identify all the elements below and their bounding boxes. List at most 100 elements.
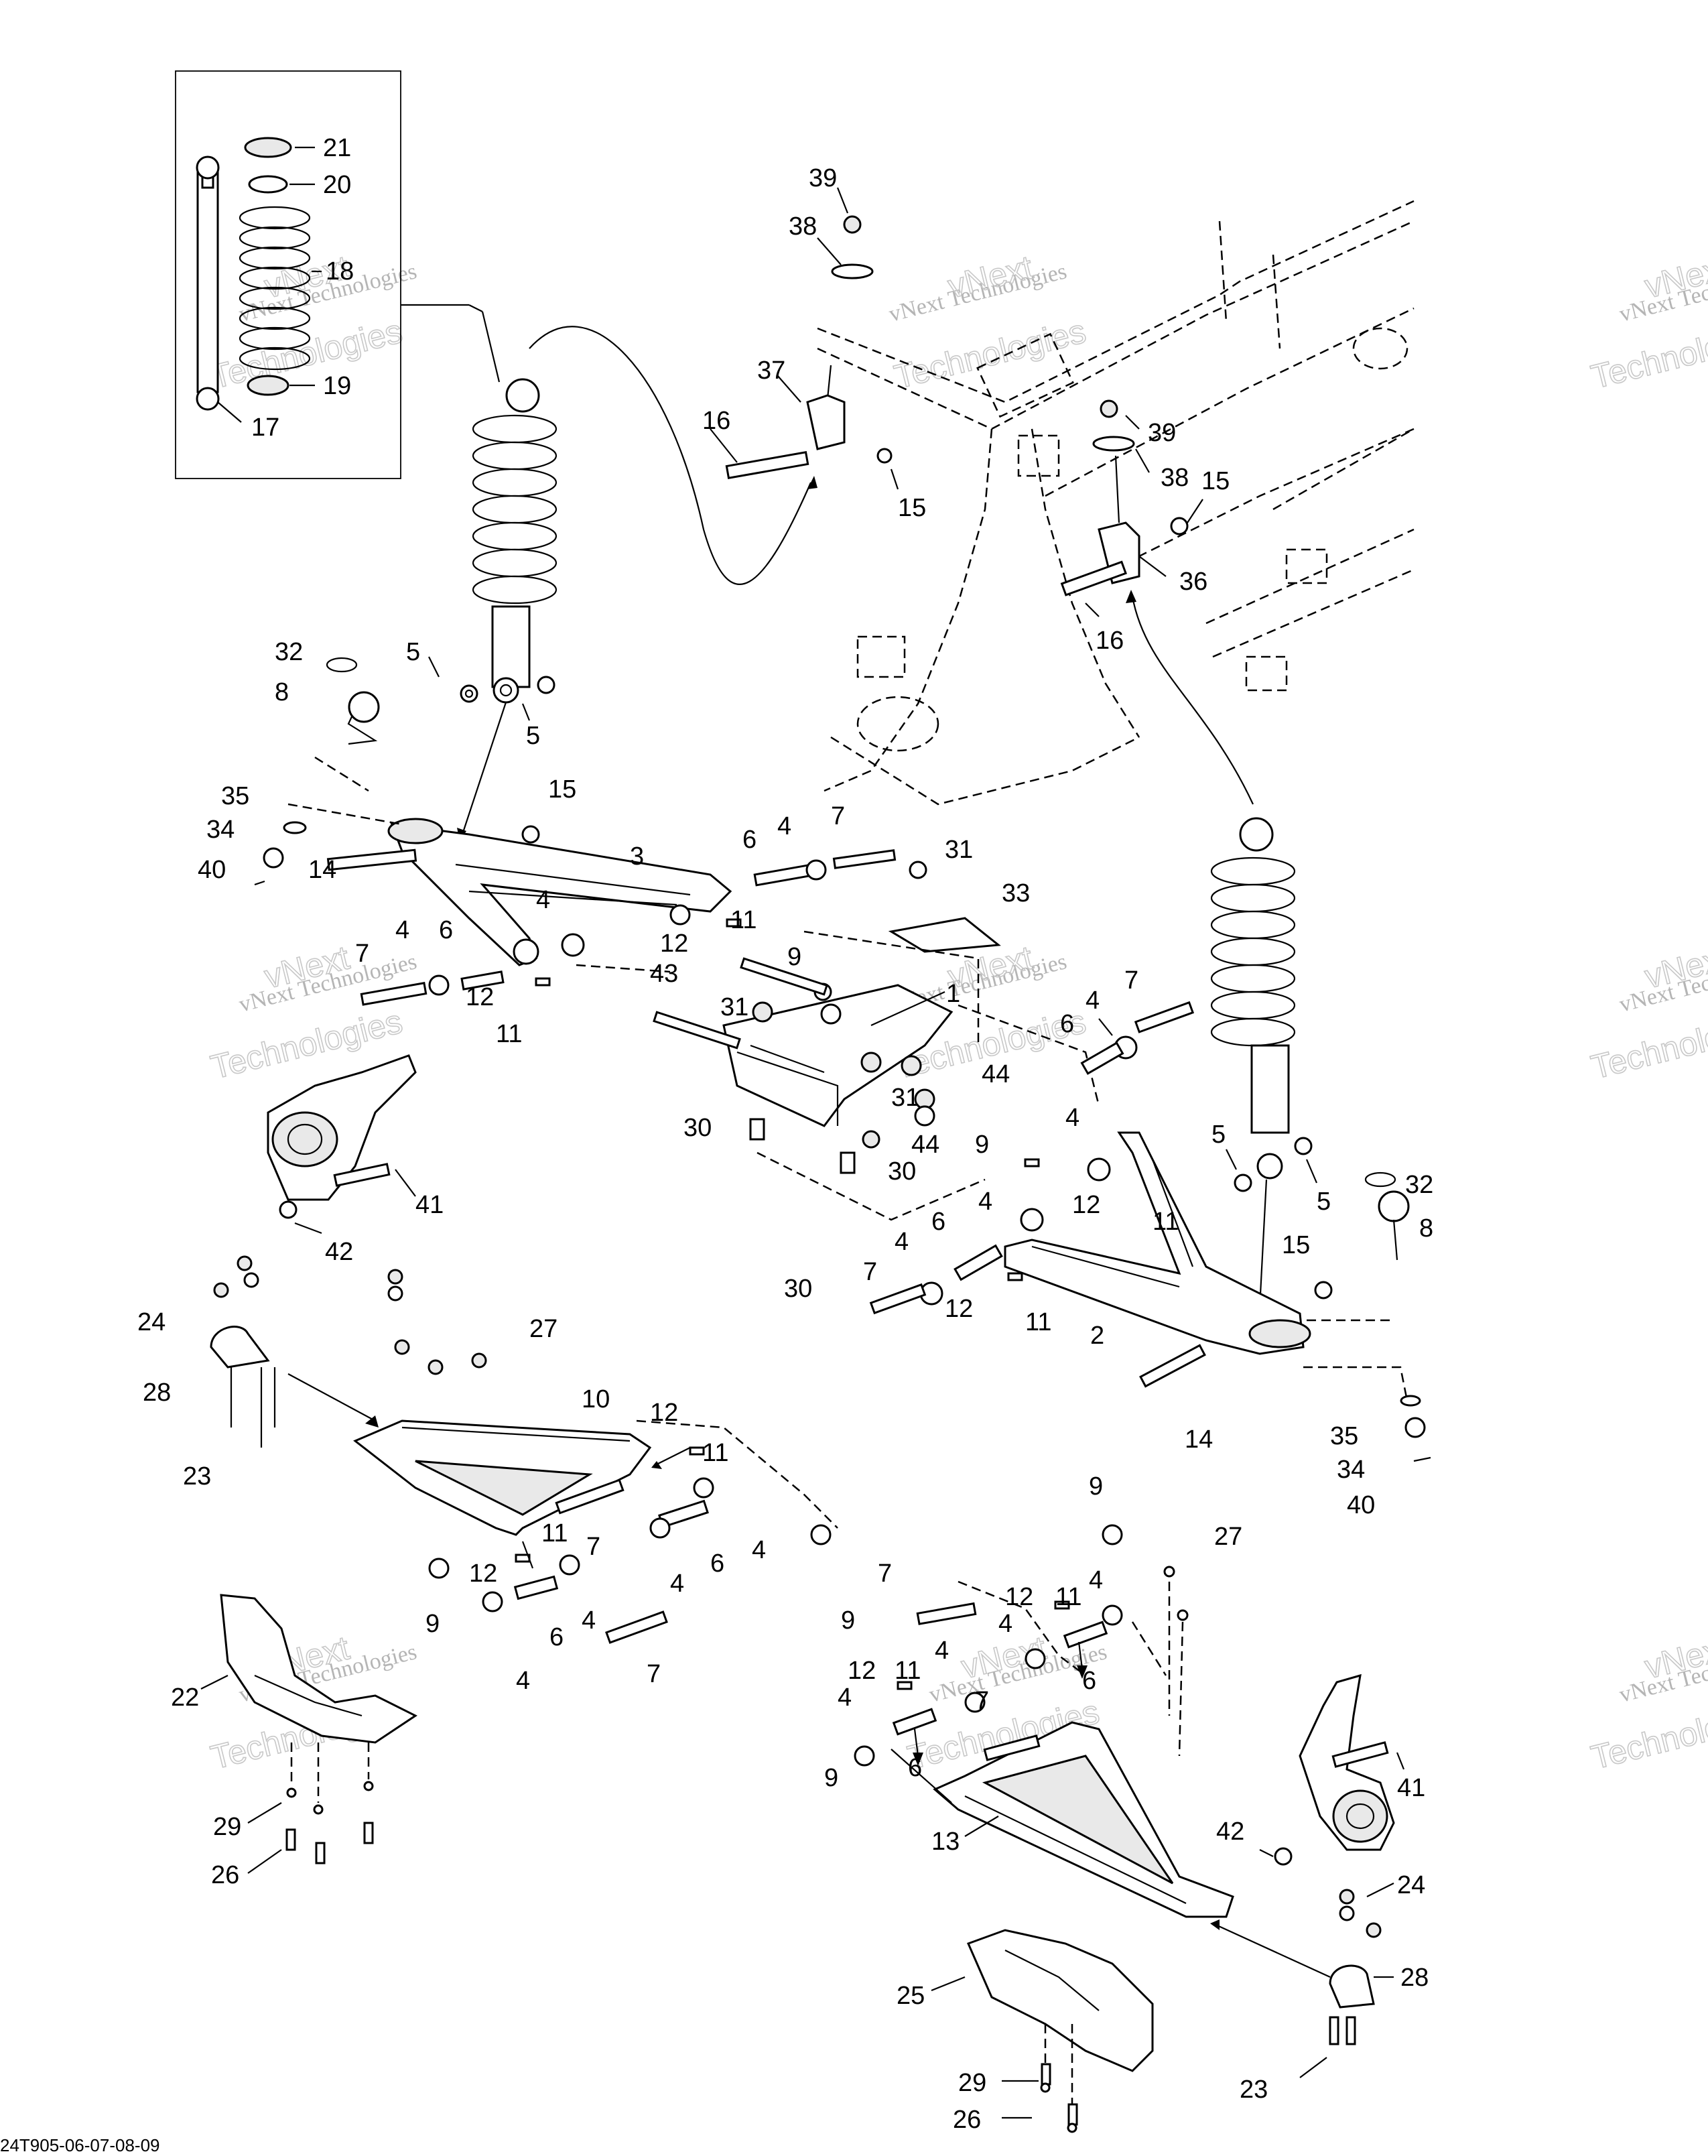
callout-25: 25 (897, 1982, 925, 2010)
right-steering-knuckle: 41 42 (1216, 1673, 1425, 1866)
callout-4: 4 (1086, 987, 1100, 1015)
watermark-text: Technologies (1587, 1693, 1708, 1777)
callout-33: 33 (1002, 879, 1030, 907)
watermark-text: Technologies (1587, 312, 1708, 396)
callout-4: 4 (395, 916, 409, 944)
callout-12: 12 (660, 930, 688, 958)
callout-41: 41 (415, 1191, 444, 1219)
spring-seat-drawing (247, 375, 289, 396)
callout-11: 11 (541, 1519, 568, 1547)
watermark-text: Technologies (891, 312, 1090, 396)
left-shock-absorber: 5 5 (401, 304, 817, 841)
callout-32: 32 (275, 638, 303, 666)
callout-13: 13 (931, 1828, 960, 1856)
callout-7: 7 (975, 1687, 989, 1715)
callout-4: 4 (1065, 1104, 1079, 1132)
callout-4: 4 (895, 1228, 909, 1256)
callout-11: 11 (895, 1657, 921, 1685)
callout-6: 6 (908, 1754, 922, 1782)
callout-24: 24 (1397, 1871, 1425, 1899)
callout-38: 38 (1161, 464, 1189, 492)
right-skid-plate: 25 29 26 (897, 1929, 1154, 2134)
lower-a-arm-left: 24 27 28 10 23 12 11 7 6 4 11 12 9 4 6 4… (137, 1255, 855, 1695)
callout-35: 35 (221, 782, 249, 810)
callout-39: 39 (1148, 419, 1176, 447)
upper-a-arm-right: 4 12 11 32 8 4 6 30 4 7 12 11 15 2 14 35… (784, 1104, 1433, 1519)
callout-29: 29 (213, 1813, 241, 1841)
callout-12: 12 (466, 983, 494, 1011)
callout-4: 4 (998, 1610, 1012, 1638)
right-shock-spring-drawing (1210, 857, 1296, 1047)
callout-5: 5 (1211, 1121, 1226, 1149)
callout-31: 31 (891, 1084, 919, 1112)
callout-29: 29 (958, 2069, 986, 2097)
coil-spring-drawing (239, 206, 311, 371)
callout-9: 9 (787, 943, 801, 971)
callout-4: 4 (536, 886, 550, 914)
left-skid-plate: 22 29 26 (171, 1594, 417, 1889)
callout-11: 11 (1025, 1308, 1051, 1336)
callout-38: 38 (789, 212, 817, 241)
callout-27: 27 (529, 1315, 557, 1343)
callout-20: 20 (323, 171, 351, 199)
callout-42: 42 (1216, 1818, 1244, 1846)
spring-retainer-drawing (244, 137, 292, 158)
callout-16: 16 (1096, 627, 1124, 655)
callout-16: 16 (702, 407, 730, 435)
callout-6: 6 (1082, 1667, 1096, 1695)
callout-12: 12 (848, 1657, 876, 1685)
callout-30: 30 (683, 1114, 712, 1142)
callout-2: 2 (1090, 1322, 1104, 1350)
callout-6: 6 (549, 1623, 564, 1651)
callout-6: 6 (931, 1208, 945, 1236)
callout-23: 23 (183, 1462, 211, 1491)
callout-39: 39 (809, 164, 837, 192)
callout-4: 4 (670, 1570, 684, 1598)
callout-18: 18 (326, 257, 354, 286)
callout-4: 4 (752, 1536, 766, 1564)
callout-40: 40 (1347, 1491, 1375, 1519)
upper-shock-mount-left: 39 38 37 16 15 (702, 164, 926, 522)
right-ball-joint: 24 28 23 (1210, 1871, 1429, 2104)
callout-7: 7 (647, 1660, 661, 1688)
callout-44: 44 (982, 1060, 1010, 1088)
callout-31: 31 (720, 993, 748, 1021)
callout-30: 30 (784, 1275, 812, 1303)
callout-19: 19 (323, 372, 351, 400)
callout-28: 28 (1400, 1964, 1429, 1992)
left-shock-spring-drawing (472, 414, 557, 605)
callout-11: 11 (1055, 1583, 1081, 1611)
callout-5: 5 (1317, 1188, 1331, 1216)
callout-4: 4 (838, 1684, 852, 1712)
upper-shock-mount-right: 39 38 15 36 16 (1060, 399, 1254, 805)
callout-10: 10 (582, 1385, 610, 1413)
callout-35: 35 (1330, 1422, 1358, 1450)
callout-9: 9 (425, 1610, 440, 1638)
callout-4: 4 (978, 1188, 992, 1216)
callout-40: 40 (198, 856, 226, 884)
callout-34: 34 (1337, 1456, 1365, 1484)
callout-9: 9 (1089, 1472, 1103, 1501)
vehicle-frame-outline (817, 200, 1415, 806)
callout-4: 4 (777, 812, 791, 840)
callout-15: 15 (1282, 1231, 1310, 1259)
callout-28: 28 (143, 1379, 171, 1407)
callout-11: 11 (702, 1439, 728, 1467)
callout-37: 37 (757, 357, 785, 385)
callout-4: 4 (582, 1606, 596, 1635)
callout-14: 14 (308, 856, 336, 884)
callout-12: 12 (1072, 1191, 1100, 1219)
callout-24: 24 (137, 1308, 166, 1336)
callout-5: 5 (406, 638, 420, 666)
front-support-bracket: 31 43 9 1 44 31 30 44 9 30 (576, 861, 1100, 1221)
callout-7: 7 (586, 1533, 600, 1561)
drawing-code: 24T905-06-07-08-09 (0, 2135, 160, 2155)
callout-8: 8 (1419, 1214, 1433, 1243)
callout-44: 44 (911, 1131, 939, 1159)
callout-6: 6 (742, 826, 757, 854)
callout-7: 7 (831, 802, 845, 830)
callout-6: 6 (439, 916, 453, 944)
callout-36: 36 (1179, 568, 1207, 596)
callout-7: 7 (863, 1258, 877, 1286)
